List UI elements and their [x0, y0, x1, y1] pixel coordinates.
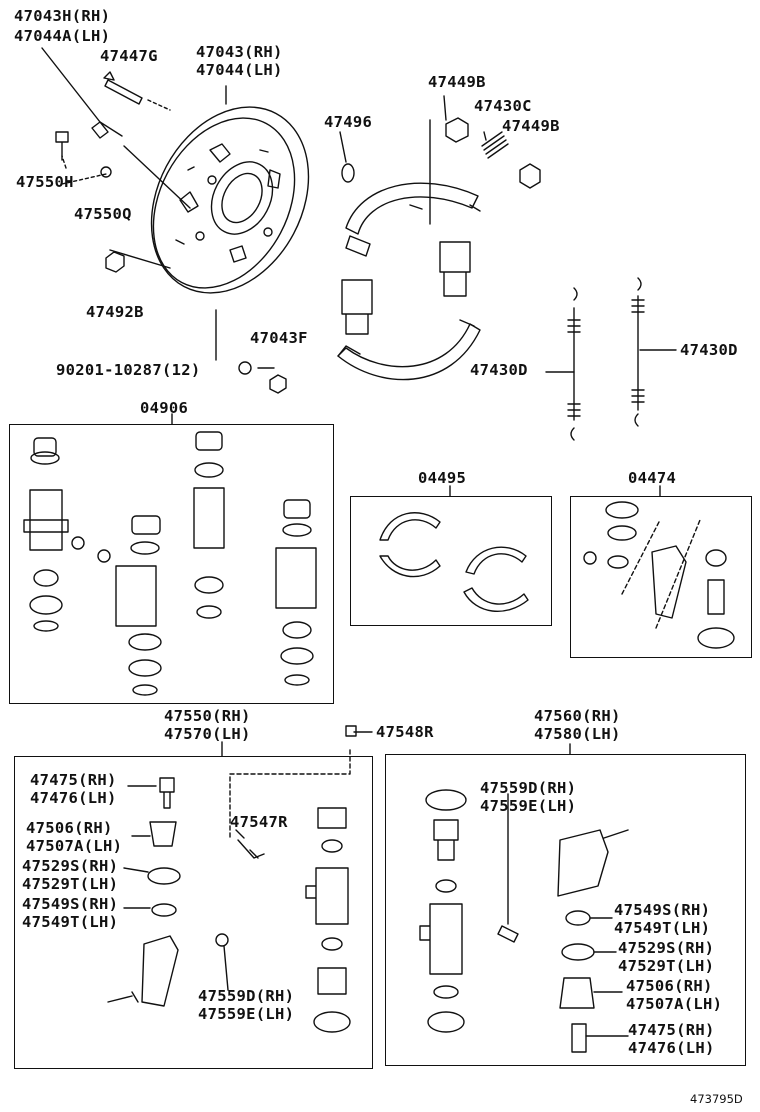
cylinder-box-left [14, 756, 373, 1069]
part-label-47549T: 47549T(LH) [22, 913, 119, 931]
wheel-cylinder-upper [439, 241, 471, 297]
kit-label-04906: 04906 [140, 399, 189, 417]
adjuster-47449B [445, 117, 469, 143]
spring-47430D [567, 287, 581, 441]
washer-90201 [238, 361, 252, 375]
kit-04474-parts [583, 501, 735, 649]
brake-shoe-lower [337, 323, 481, 381]
backing-plate [150, 106, 310, 294]
bolt-47043H [91, 121, 123, 139]
assy-label-47560RH: 47560(RH) [534, 707, 621, 725]
part-label-47043: 47043(RH) [196, 43, 283, 61]
assy-label-47580LH: 47580(LH) [534, 725, 621, 743]
kit-04495-shoes [379, 512, 529, 612]
part-label-47550Q: 47550Q [74, 205, 132, 223]
part-label-47559E: 47559E(LH) [198, 1005, 295, 1023]
part-label-90201: 90201-10287(12) [56, 361, 201, 379]
part-label-47496: 47496 [324, 113, 373, 131]
spring-47430D-2 [631, 277, 645, 427]
part-label-47430C: 47430C [474, 97, 532, 115]
pin-47496 [341, 163, 355, 183]
part-label-47492B: 47492B [86, 303, 144, 321]
part-label-47506: 47506(RH) [26, 819, 113, 837]
washer-47550Q [100, 166, 112, 178]
diagram-code: 473795D [690, 1092, 743, 1106]
assy-label-47550RH: 47550(RH) [164, 707, 251, 725]
part-label-r-47476: 47476(LH) [628, 1039, 715, 1057]
kit-label-04474: 04474 [628, 469, 677, 487]
kit-box-04906 [9, 424, 334, 704]
cylinder-box-right [385, 754, 746, 1066]
part-label-47529T: 47529T(LH) [22, 875, 119, 893]
part-label-r-47549S: 47549S(RH) [614, 901, 711, 919]
part-label-47529S: 47529S(RH) [22, 857, 119, 875]
kit-box-04495 [350, 496, 552, 626]
part-label-47475: 47475(RH) [30, 771, 117, 789]
part-label-47547R: 47547R [230, 813, 288, 831]
part-label-r-47529T: 47529T(LH) [618, 957, 715, 975]
part-label-r-47549T: 47549T(LH) [614, 919, 711, 937]
spring-47430C [481, 131, 509, 159]
part-label-47507A: 47507A(LH) [26, 837, 123, 855]
kit-label-04495: 04495 [418, 469, 467, 487]
part-label-47044A: 47044A(LH) [14, 27, 111, 45]
part-label-47449B-b: 47449B [502, 117, 560, 135]
part-label-r-47475: 47475(RH) [628, 1021, 715, 1039]
kit-box-04474 [570, 496, 752, 658]
part-label-r-47559E: 47559E(LH) [480, 797, 577, 815]
assy-label-47570LH: 47570(LH) [164, 725, 251, 743]
part-label-47449B-a: 47449B [428, 73, 486, 91]
part-label-47559D: 47559D(RH) [198, 987, 295, 1005]
part-label-47447G: 47447G [100, 47, 158, 65]
part-label-47548R: 47548R [376, 723, 434, 741]
bolt-47447G [103, 71, 143, 105]
part-label-47043H: 47043H(RH) [14, 7, 111, 25]
adjuster-47449B-2 [519, 163, 541, 189]
nut-47043F [269, 374, 287, 394]
part-label-47044: 47044(LH) [196, 61, 283, 79]
cylinder-assy-right-parts [419, 789, 629, 1053]
part-label-r-47506: 47506(RH) [626, 977, 713, 995]
wheel-cylinder-lower [341, 279, 373, 335]
kit-04906-parts [23, 431, 317, 696]
cylinder-assy-left-parts [107, 725, 357, 1033]
part-label-r-47507A: 47507A(LH) [626, 995, 723, 1013]
part-label-47476: 47476(LH) [30, 789, 117, 807]
brake-shoe-upper [345, 182, 479, 235]
nut-47492B [105, 251, 125, 273]
part-label-r-47559D: 47559D(RH) [480, 779, 577, 797]
part-label-47549S: 47549S(RH) [22, 895, 119, 913]
part-label-47430D-2: 47430D [680, 341, 738, 359]
part-label-47043F: 47043F [250, 329, 308, 347]
part-label-47430D: 47430D [470, 361, 528, 379]
part-label-47550H: 47550H [16, 173, 74, 191]
part-label-r-47529S: 47529S(RH) [618, 939, 715, 957]
